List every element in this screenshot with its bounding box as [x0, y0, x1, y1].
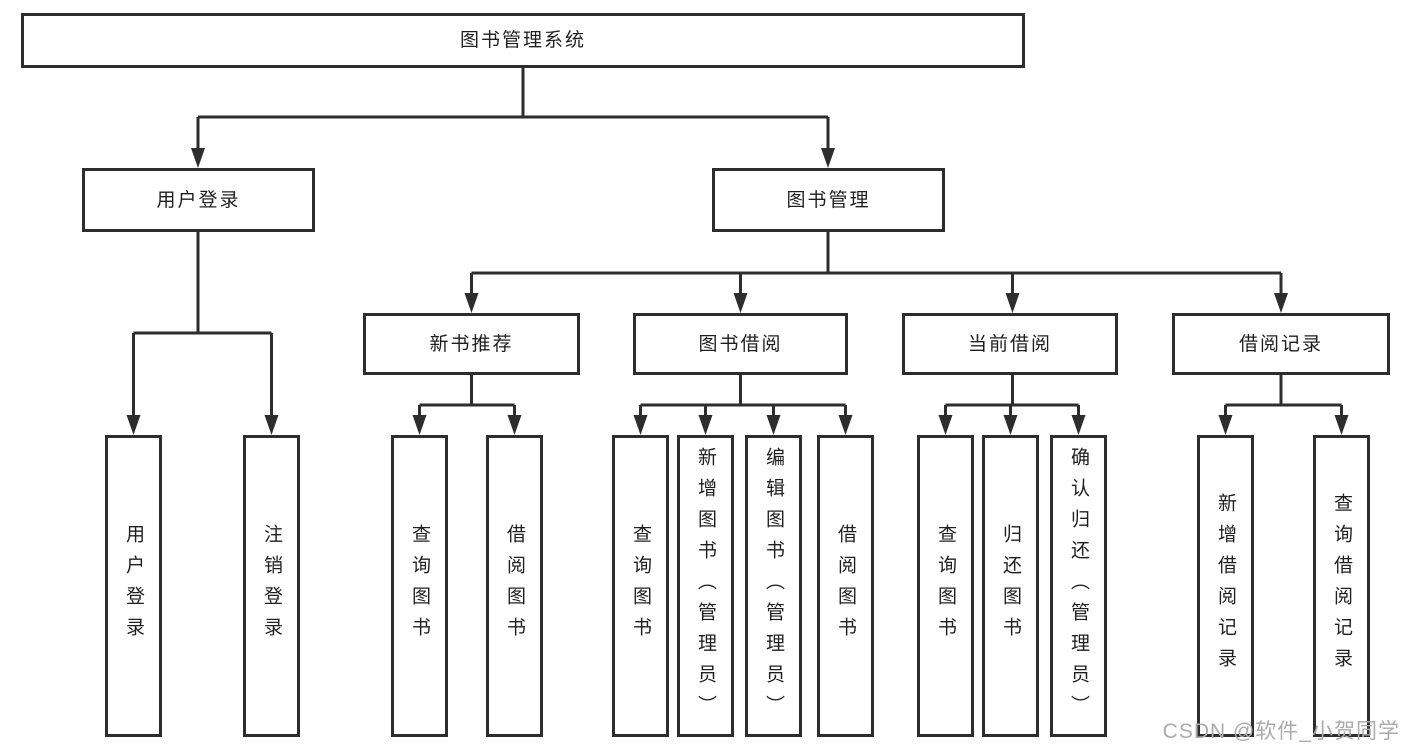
leaf-borrow-book: 借阅图书 — [817, 435, 874, 737]
leaf-edit-book-admin: 编辑图书（管理员） — [745, 435, 802, 737]
leaf-recommend-query-book: 查询图书 — [391, 435, 448, 737]
leaf-confirm-return-admin: 确认归还（管理员） — [1050, 435, 1107, 737]
node-new-book-recommend: 新书推荐 — [363, 313, 580, 375]
watermark-text: CSDN @软件_小贺同学 — [1162, 720, 1400, 743]
connector-line-segments — [132, 68, 1343, 419]
node-current-borrow: 当前借阅 — [902, 313, 1118, 375]
leaf-user-login: 用户登录 — [105, 435, 162, 737]
leaf-recommend-borrow-book: 借阅图书 — [486, 435, 543, 737]
node-library-management-system: 图书管理系统 — [21, 13, 1025, 68]
node-book-management: 图书管理 — [712, 168, 945, 232]
leaf-add-borrow-record: 新增借阅记录 — [1197, 435, 1254, 737]
leaf-current-query-book: 查询图书 — [917, 435, 974, 737]
connector-arrowheads — [126, 148, 1349, 435]
node-borrow-records: 借阅记录 — [1172, 313, 1390, 375]
node-book-borrow: 图书借阅 — [633, 313, 848, 375]
node-user-login: 用户登录 — [82, 168, 315, 232]
leaf-return-book: 归还图书 — [982, 435, 1039, 737]
leaf-add-book-admin: 新增图书（管理员） — [677, 435, 734, 737]
leaf-query-borrow-record: 查询借阅记录 — [1313, 435, 1370, 737]
leaf-logout: 注销登录 — [243, 435, 300, 737]
leaf-borrow-query-book: 查询图书 — [612, 435, 669, 737]
